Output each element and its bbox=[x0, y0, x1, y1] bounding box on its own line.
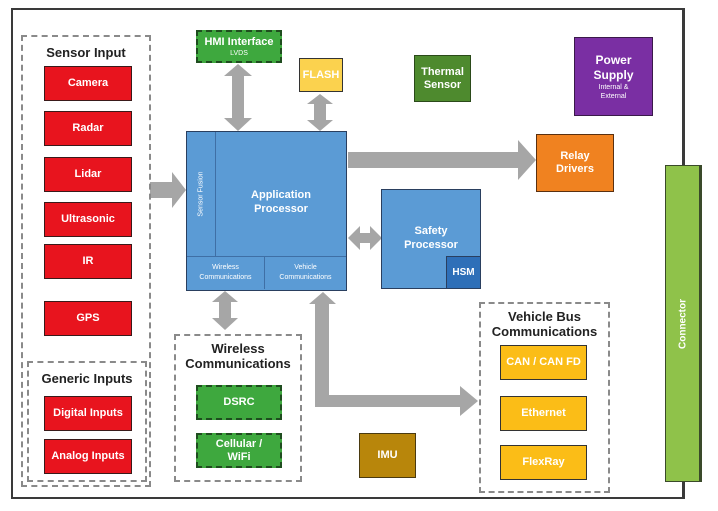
thermal-sensor[interactable]: Thermal Sensor bbox=[414, 55, 471, 102]
wireless-title-line1: Wireless bbox=[211, 341, 265, 356]
wireless-dsrc[interactable]: DSRC bbox=[196, 385, 282, 420]
sensor-fusion-label: Sensor Fusion bbox=[197, 171, 205, 217]
ethernet-label: Ethernet bbox=[521, 407, 566, 419]
hmi-interface-title: HMI Interface bbox=[204, 35, 274, 48]
sensor-camera-label: Camera bbox=[67, 77, 109, 89]
safety-processor[interactable]: Safety Processor HSM bbox=[381, 189, 481, 289]
sensor-gps[interactable]: GPS bbox=[44, 301, 132, 336]
flash-memory[interactable]: FLASH bbox=[299, 58, 343, 92]
wireless-cellular-wifi[interactable]: Cellular / WiFi bbox=[196, 433, 282, 468]
arrow-sensor-to-processor bbox=[150, 172, 186, 208]
hsm-label: HSM bbox=[452, 267, 475, 278]
wireless-title-line2: Communications bbox=[185, 356, 291, 371]
power-supply[interactable]: Power Supply Internal & External bbox=[574, 37, 653, 116]
sensor-lidar-label: Lidar bbox=[74, 168, 102, 180]
hmi-interface[interactable]: HMI Interface LVDS bbox=[196, 30, 282, 63]
sensor-input-group: Sensor Input bbox=[21, 35, 151, 487]
vehicle-comm-line1: Vehicle bbox=[294, 264, 317, 271]
cellular-line2: WiFi bbox=[227, 450, 251, 463]
analog-inputs-label: Analog Inputs bbox=[51, 450, 125, 462]
connector-wire-bottom bbox=[682, 478, 684, 499]
hsm-block[interactable]: HSM bbox=[446, 256, 480, 288]
sensor-camera[interactable]: Camera bbox=[44, 66, 132, 101]
arrow-processor-to-vehicle-bus bbox=[309, 292, 478, 416]
power-supply-sub2: External bbox=[600, 92, 627, 100]
sensor-radar[interactable]: Radar bbox=[44, 111, 132, 146]
generic-inputs-title: Generic Inputs bbox=[41, 371, 133, 386]
power-supply-line1: Power bbox=[595, 52, 632, 67]
sensor-lidar[interactable]: Lidar bbox=[44, 157, 132, 192]
arrow-processor-to-relay bbox=[348, 140, 536, 180]
sensor-ultrasonic-label: Ultrasonic bbox=[61, 213, 115, 225]
arrow-processor-safety bbox=[348, 226, 382, 250]
safety-processor-line2: Processor bbox=[404, 239, 458, 251]
power-supply-sub1: Internal & bbox=[598, 83, 629, 91]
cellular-line1: Cellular / bbox=[215, 437, 263, 450]
generic-analog-inputs[interactable]: Analog Inputs bbox=[44, 439, 132, 474]
generic-inputs-group: Generic Inputs bbox=[27, 361, 147, 482]
flash-label: FLASH bbox=[302, 68, 340, 81]
sensor-fusion-block[interactable]: Sensor Fusion bbox=[187, 132, 216, 256]
relay-drivers-line1: Relay bbox=[560, 150, 590, 162]
thermal-sensor-line2: Sensor bbox=[423, 78, 462, 91]
bus-ethernet[interactable]: Ethernet bbox=[500, 396, 587, 431]
vehicle-bus-title-line2: Communications bbox=[491, 324, 598, 339]
sensor-ir-label: IR bbox=[82, 255, 94, 267]
vehicle-bus-title: Vehicle Bus Communications bbox=[481, 309, 608, 339]
sensor-input-title: Sensor Input bbox=[46, 45, 126, 60]
vehicle-comm-line2: Communications bbox=[279, 274, 332, 281]
wireless-communications-group: Wireless Communications bbox=[174, 334, 302, 482]
wireless-communications-title: Wireless Communications bbox=[176, 341, 300, 371]
arrow-flash-processor bbox=[307, 94, 333, 131]
power-supply-line2: Supply bbox=[593, 67, 634, 82]
thermal-sensor-line1: Thermal bbox=[421, 65, 464, 78]
bus-can[interactable]: CAN / CAN FD bbox=[500, 345, 587, 380]
vehicle-bus-title-line1: Vehicle Bus bbox=[508, 309, 581, 324]
wireless-comm-line1: Wireless bbox=[212, 264, 239, 271]
safety-processor-line1: Safety bbox=[414, 225, 448, 237]
application-processor-line2: Processor bbox=[254, 203, 308, 215]
digital-inputs-label: Digital Inputs bbox=[53, 407, 123, 419]
generic-digital-inputs[interactable]: Digital Inputs bbox=[44, 396, 132, 431]
sensor-gps-label: GPS bbox=[76, 312, 100, 324]
imu[interactable]: IMU bbox=[359, 433, 416, 478]
arrow-processor-wireless bbox=[212, 291, 238, 330]
application-processor-label: Application Processor bbox=[216, 188, 346, 216]
can-label: CAN / CAN FD bbox=[506, 356, 581, 368]
imu-label: IMU bbox=[377, 449, 398, 461]
sensor-ultrasonic[interactable]: Ultrasonic bbox=[44, 202, 132, 237]
relay-drivers-line2: Drivers bbox=[556, 163, 594, 175]
wireless-comm-line2: Communications bbox=[199, 274, 252, 281]
connector-wire-top bbox=[682, 8, 684, 168]
relay-drivers[interactable]: Relay Drivers bbox=[536, 134, 614, 192]
hmi-interface-subtitle: LVDS bbox=[230, 49, 248, 57]
connector[interactable]: Connector bbox=[665, 165, 702, 482]
dsrc-label: DSRC bbox=[223, 396, 255, 408]
vehicle-communications-block[interactable]: Vehicle Communications bbox=[265, 256, 346, 289]
sensor-radar-label: Radar bbox=[72, 122, 104, 134]
vehicle-bus-group: Vehicle Bus Communications bbox=[479, 302, 610, 493]
application-processor[interactable]: Sensor Fusion Application Processor Wire… bbox=[186, 131, 347, 291]
arrow-hmi-processor bbox=[224, 64, 252, 131]
application-processor-line1: Application bbox=[251, 189, 311, 201]
sensor-ir[interactable]: IR bbox=[44, 244, 132, 279]
safety-processor-label: Safety Processor bbox=[382, 224, 480, 252]
connector-label: Connector bbox=[677, 298, 688, 349]
bus-flexray[interactable]: FlexRay bbox=[500, 445, 587, 480]
flexray-label: FlexRay bbox=[522, 456, 565, 468]
wireless-communications-block[interactable]: Wireless Communications bbox=[187, 256, 265, 289]
